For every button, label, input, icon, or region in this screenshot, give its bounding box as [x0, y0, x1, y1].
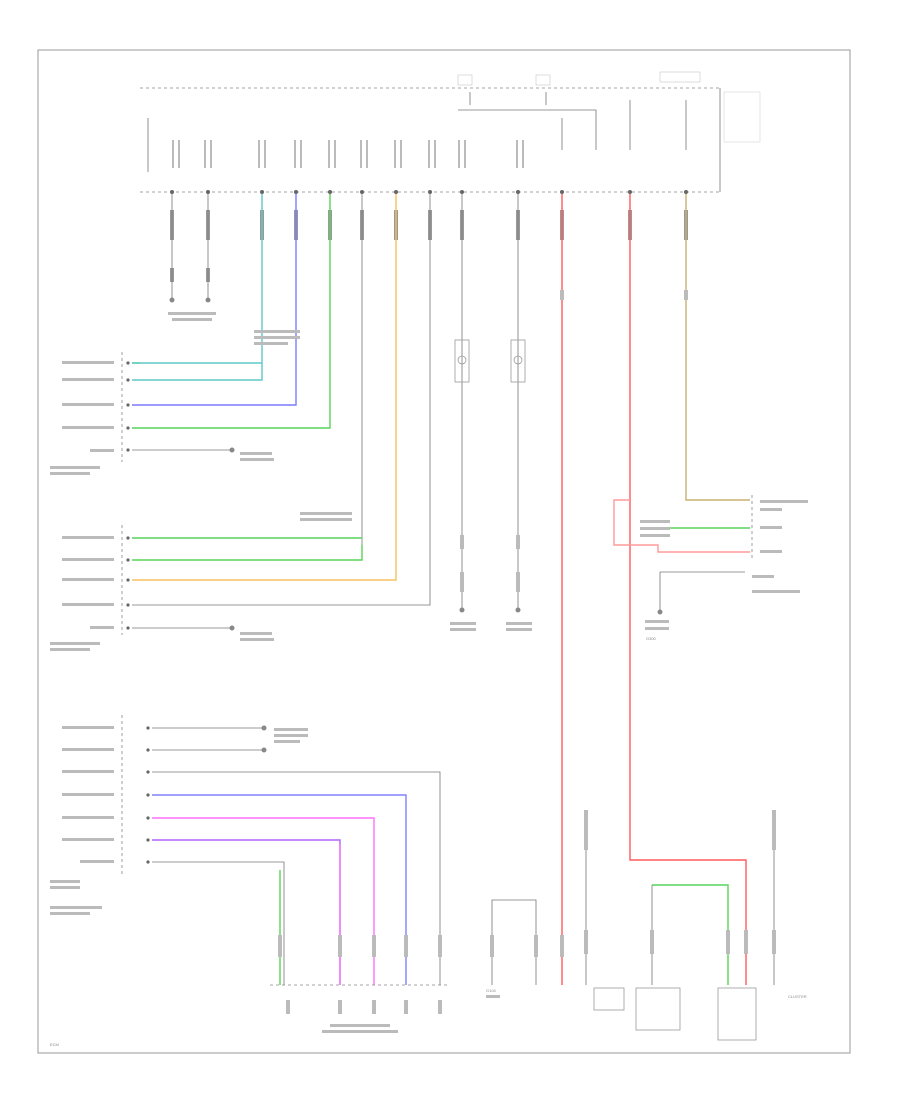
left-headlamp-wires — [132, 194, 431, 606]
powertrain-module — [140, 71, 761, 193]
connector-top-left — [168, 194, 216, 321]
bottom-center-wiring — [486, 810, 776, 1041]
label-cluster: CLUSTER — [788, 994, 807, 999]
relay-block — [560, 194, 808, 630]
diagram-frame — [37, 49, 851, 1054]
right-headlamp-connector — [50, 512, 363, 651]
left-headlamp-connector — [50, 330, 300, 475]
ecm-connector — [50, 715, 441, 985]
module-pin-labels — [172, 140, 524, 168]
wire-tags — [170, 210, 688, 282]
label-ground-right: G300 — [646, 636, 657, 641]
red-power-wires — [561, 194, 750, 985]
center-lamps — [450, 194, 532, 631]
label-ground-center: G104 — [486, 988, 497, 993]
module-pins — [170, 190, 688, 194]
label-ecm: ECM — [50, 1042, 59, 1047]
bottom-connector — [270, 935, 450, 1033]
